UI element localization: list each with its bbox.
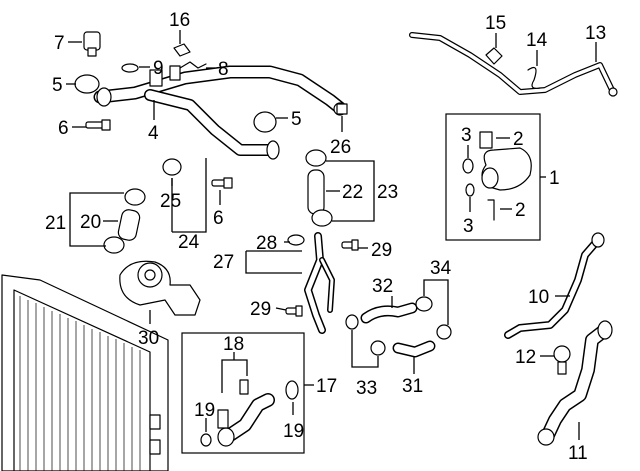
- callout-5: 5: [291, 109, 302, 130]
- callout-12: 12: [515, 347, 536, 368]
- heater-hose-22: [305, 149, 333, 227]
- callout-23: 23: [377, 182, 398, 203]
- bolt: [85, 119, 111, 131]
- seal-ring: [162, 158, 182, 176]
- hose-17: [200, 379, 299, 447]
- inset-box-17: [181, 332, 305, 454]
- thermostat-housing: [83, 31, 101, 57]
- callout-11: 11: [568, 443, 588, 464]
- callout-31: 31: [402, 376, 423, 397]
- lower-hose: [537, 320, 613, 446]
- radiator-hose: [504, 232, 605, 339]
- callout-15: 15: [485, 13, 506, 34]
- callout-2: 2: [513, 129, 524, 150]
- bolt: [336, 103, 348, 115]
- callout-3: 3: [461, 125, 472, 146]
- callout-6: 6: [58, 118, 69, 139]
- callout-22: 22: [342, 182, 363, 203]
- coolant-pipe-27: [287, 232, 335, 334]
- bypass-hose: [409, 32, 618, 97]
- callout-29: 29: [371, 240, 392, 261]
- callout-18: 18: [223, 334, 244, 355]
- bolt: [285, 305, 303, 317]
- callout-20: 20: [80, 212, 101, 233]
- o-ring: [121, 63, 139, 73]
- hose-clamp: [553, 345, 571, 375]
- callout-19: 19: [194, 400, 215, 421]
- callout-16: 16: [169, 10, 190, 31]
- hose-31: [392, 340, 436, 358]
- callout-28: 28: [256, 233, 277, 254]
- callout-27: 27: [213, 252, 234, 273]
- callout-3: 3: [463, 216, 474, 237]
- callout-33: 33: [356, 378, 377, 399]
- callout-24: 24: [178, 232, 200, 253]
- callout-10: 10: [528, 287, 549, 308]
- callout-5: 5: [52, 75, 63, 96]
- callout-7: 7: [54, 33, 65, 54]
- callout-34: 34: [430, 258, 452, 279]
- water-pump: [119, 260, 201, 316]
- callout-labels: 1 2 2 3 3 4 5 5 6 6 7 8 9 10 11 12 13 14…: [45, 10, 606, 464]
- callout-25: 25: [160, 191, 181, 212]
- callout-8: 8: [218, 59, 229, 80]
- hose-20-21: [103, 188, 146, 254]
- callout-13: 13: [585, 23, 606, 44]
- leader-lines: [66, 30, 597, 440]
- callout-4: 4: [148, 123, 159, 144]
- seal-ring: [74, 74, 100, 94]
- clip: [179, 61, 207, 69]
- clip: [173, 43, 191, 57]
- pipe-connector: [462, 131, 532, 221]
- bolt: [211, 177, 233, 189]
- callout-29: 29: [250, 299, 271, 320]
- callout-6: 6: [213, 208, 224, 229]
- hose-32: [360, 302, 418, 324]
- callout-2: 2: [515, 200, 526, 221]
- callout-32: 32: [372, 276, 393, 297]
- callout-17: 17: [316, 376, 337, 397]
- callout-26: 26: [330, 137, 351, 158]
- callout-21: 21: [45, 213, 66, 234]
- callout-14: 14: [526, 30, 548, 51]
- radiator: [1, 274, 169, 471]
- callout-30: 30: [138, 328, 159, 349]
- callout-19: 19: [283, 421, 304, 442]
- hose-clamps: [345, 296, 452, 356]
- callout-1: 1: [549, 168, 560, 189]
- seal-ring: [253, 111, 277, 133]
- callout-9: 9: [153, 58, 164, 79]
- bolt: [341, 239, 359, 251]
